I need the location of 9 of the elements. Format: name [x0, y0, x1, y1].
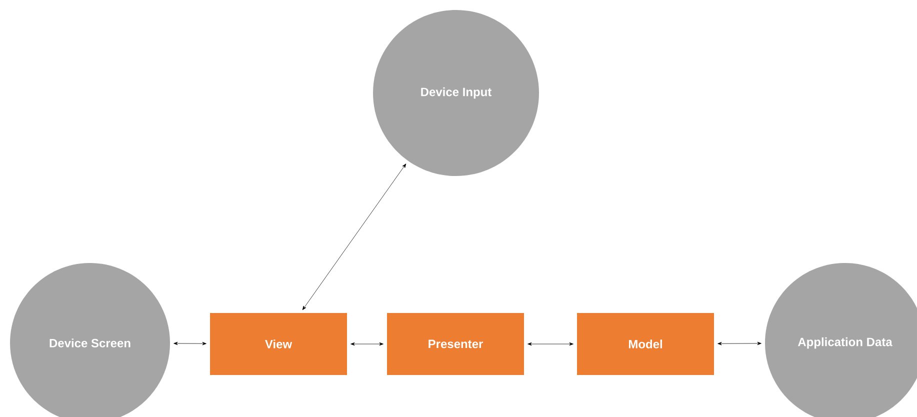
arrow	[174, 342, 206, 346]
arrow	[302, 164, 406, 310]
arrow	[718, 342, 762, 346]
process-box: View	[210, 313, 347, 375]
arrow	[350, 342, 384, 346]
arrow	[528, 342, 574, 346]
circle-node: Device Input	[373, 10, 539, 176]
process-box: Presenter	[387, 313, 524, 375]
process-box: Model	[577, 313, 714, 375]
